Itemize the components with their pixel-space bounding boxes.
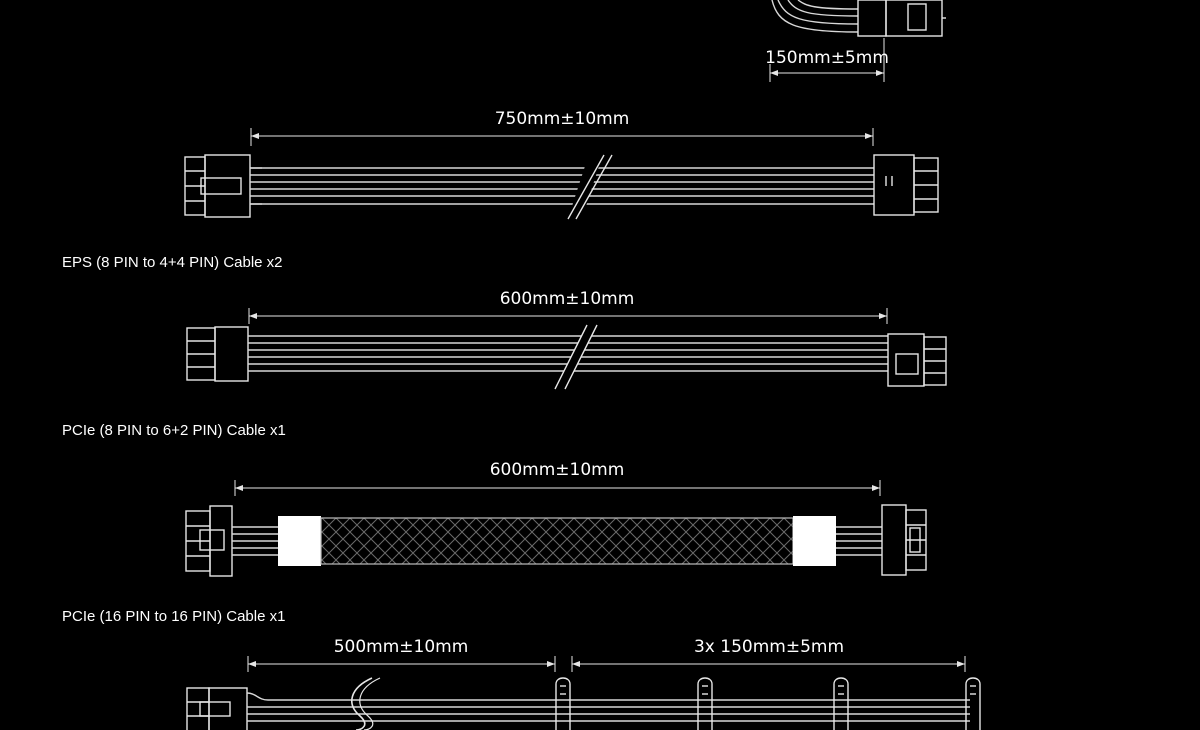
pcie-16pin-left-connector	[208, 687, 248, 730]
pcie-8pin-dimension: 600mm±10mm	[234, 460, 881, 496]
pcie-16pin-branch-dimension-label: 3x 150mm±5mm	[694, 637, 844, 657]
top-stub-dimension-label: 150mm±5mm	[765, 48, 889, 68]
eps-cable-label: EPS (8 PIN to 4+4 PIN) Cable x2	[62, 254, 283, 271]
pcie-16pin-cable-label: PCIe (16 PIN to 16 PIN) Cable x1	[62, 608, 285, 625]
eps-dimension: 600mm±10mm	[248, 289, 888, 324]
pcie-8pin-cable	[185, 504, 927, 577]
eps-dimension-label: 600mm±10mm	[500, 289, 635, 309]
pcie-16pin-branch-dimension: 3x 150mm±5mm	[571, 637, 966, 672]
pcie-16pin-cable	[186, 677, 981, 730]
pcie-16pin-main-dimension: 500mm±10mm	[247, 637, 556, 672]
top-stub-dimension: 150mm±5mm	[765, 38, 889, 82]
cable-1-dimension: 750mm±10mm	[250, 109, 874, 146]
pcie-16pin-main-dimension-label: 500mm±10mm	[334, 637, 469, 657]
cable-1-dimension-label: 750mm±10mm	[495, 109, 630, 129]
pcie-16pin-branch-2	[697, 677, 713, 730]
pcie-16pin-branch-4	[965, 677, 981, 730]
pcie-16pin-branch-1	[555, 677, 571, 730]
cable-1	[184, 152, 939, 220]
cable-1-right-connector	[873, 154, 915, 216]
pcie-8pin-left-connector	[209, 505, 233, 577]
pcie-16pin-branch-3	[833, 677, 849, 730]
pcie-8pin-left-sleeve	[278, 516, 321, 566]
eps-left-connector	[214, 326, 249, 382]
pcie-8pin-right-sleeve	[793, 516, 836, 566]
top-stub-cable	[771, 0, 946, 37]
eps-cable	[186, 324, 947, 390]
cable-1-left-connector	[204, 154, 251, 218]
pcie-8pin-braided-section	[320, 517, 794, 565]
pcie-8pin-cable-label: PCIe (8 PIN to 6+2 PIN) Cable x1	[62, 422, 286, 439]
pcie-16pin-left-pin-block	[186, 687, 210, 730]
pcie-8pin-dimension-label: 600mm±10mm	[490, 460, 625, 480]
pcie-8pin-right-connector	[881, 504, 907, 576]
